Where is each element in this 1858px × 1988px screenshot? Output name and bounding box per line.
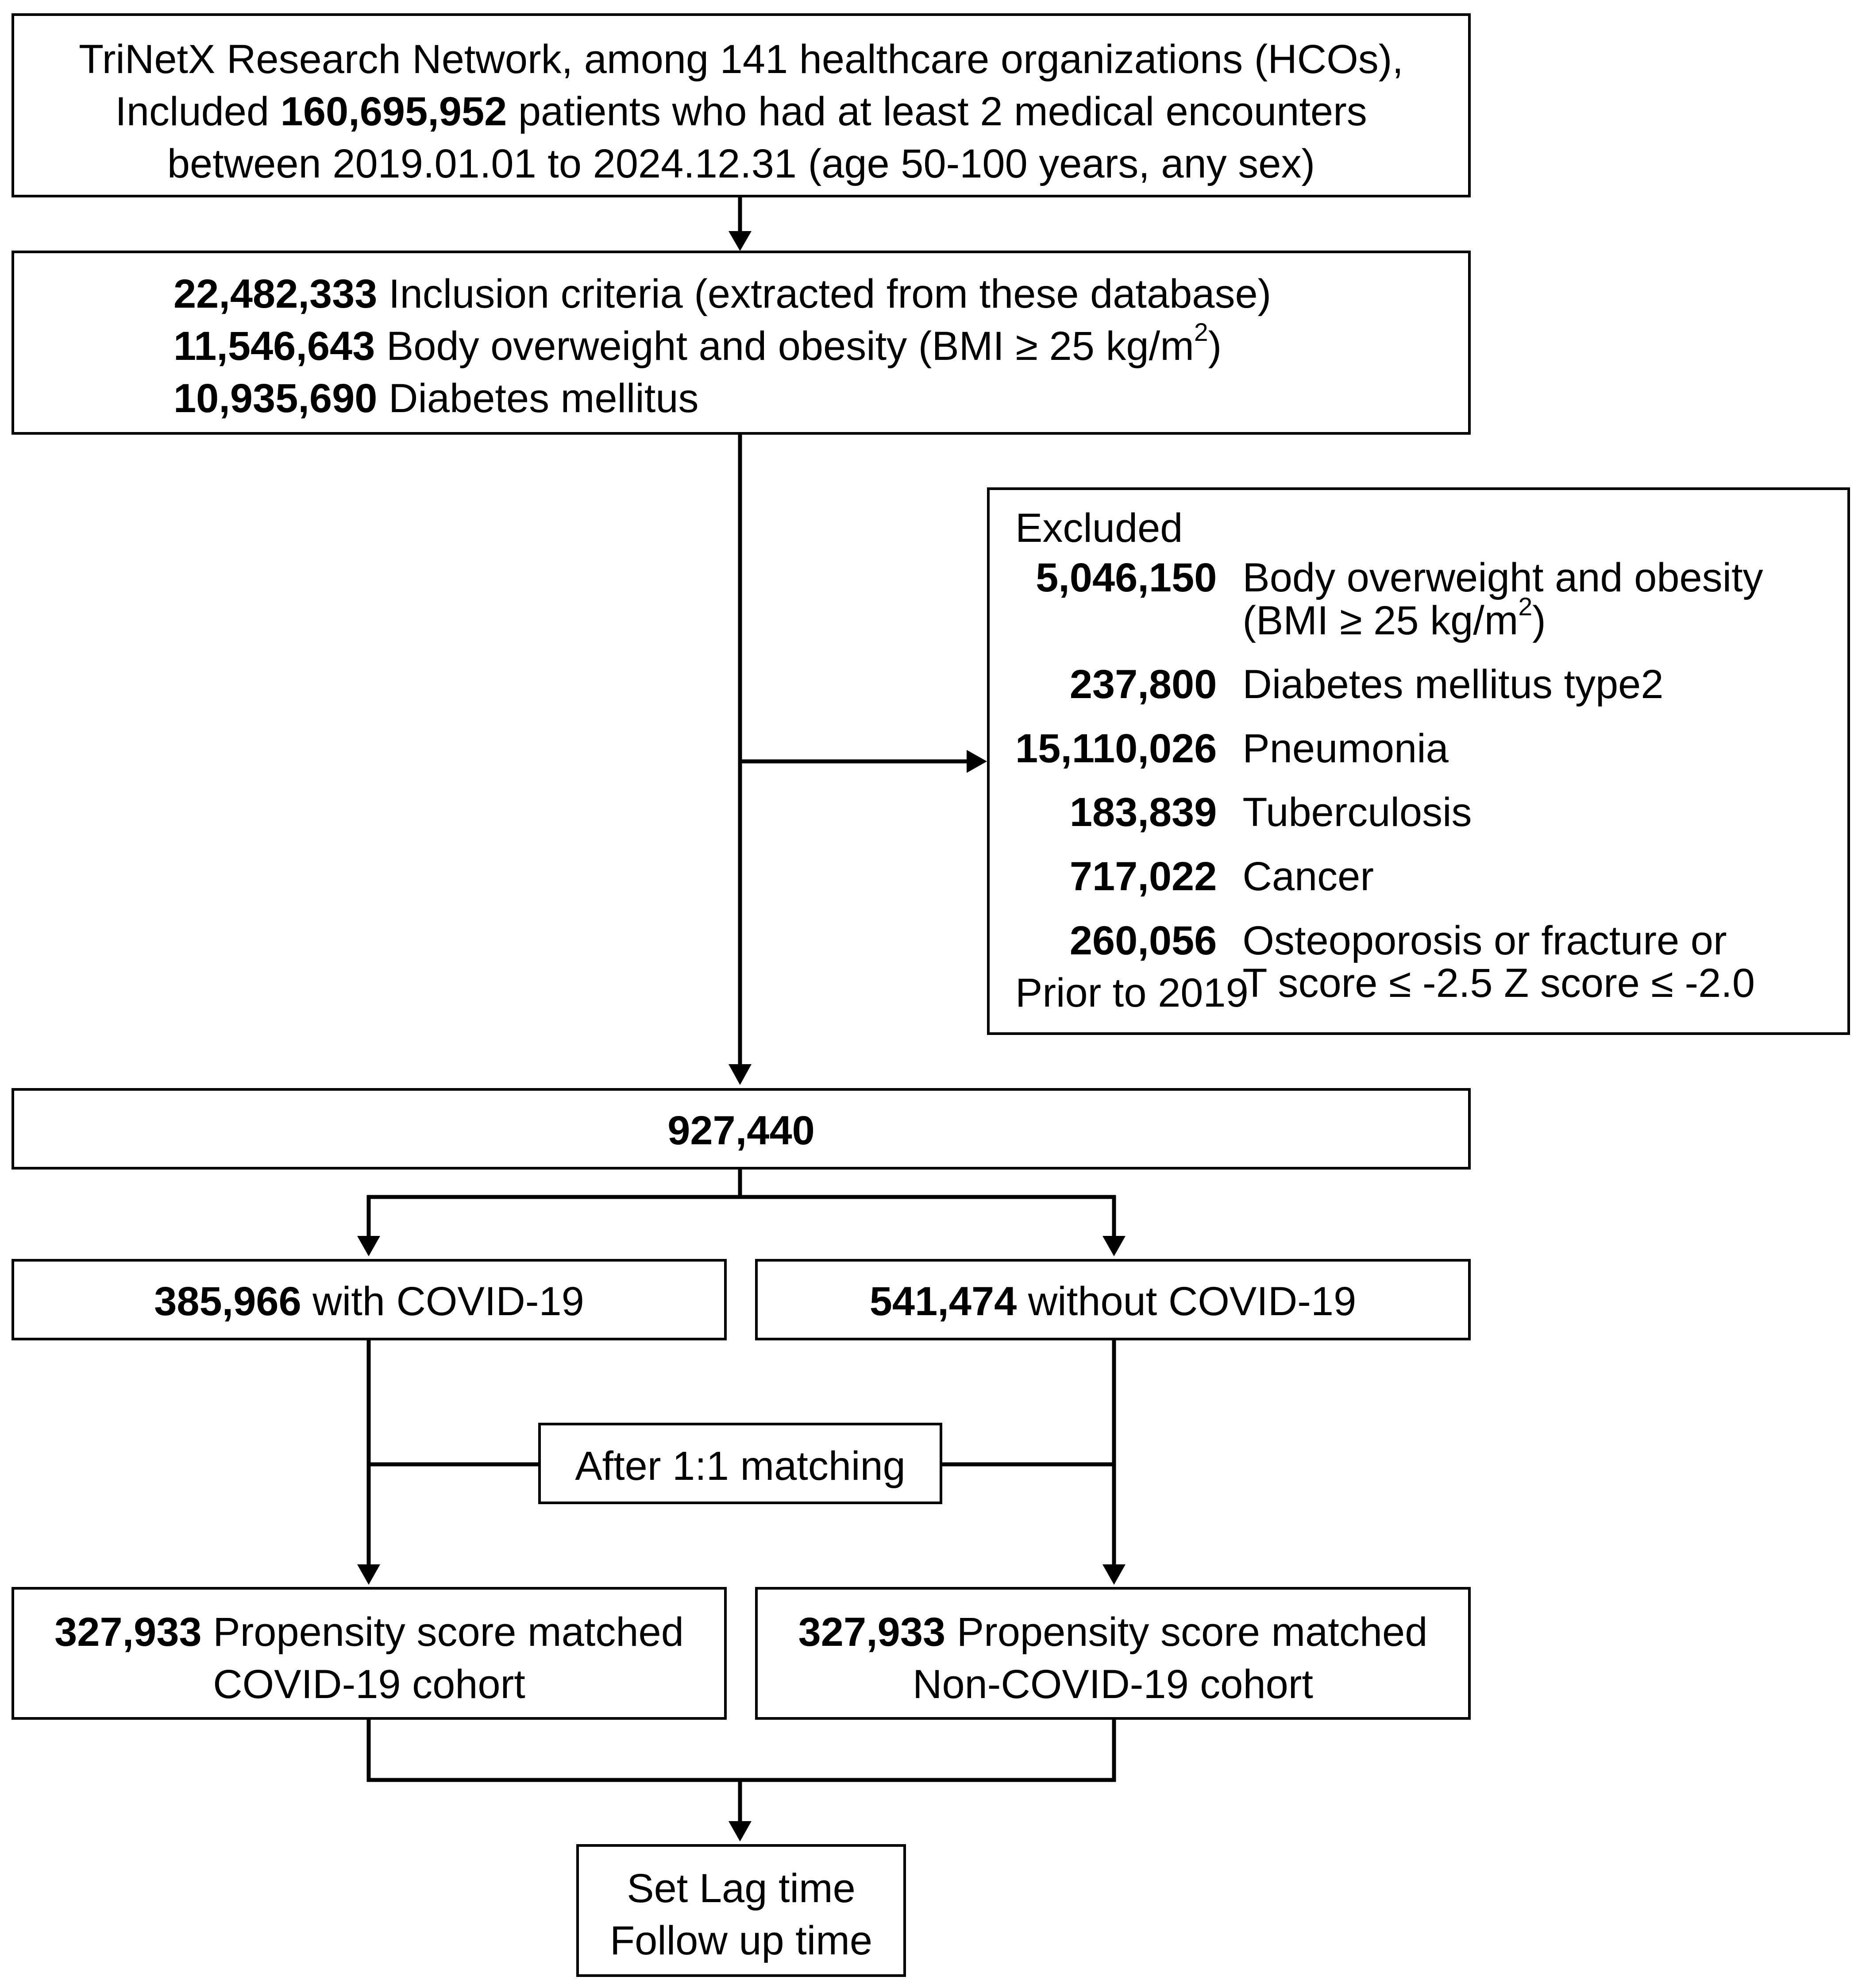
excluded-footer: Prior to 2019 [1015, 970, 1249, 1015]
covid-group-box: 385,966 with COVID-19 [12, 1259, 727, 1340]
excluded-row: 183,839 Tuberculosis [1069, 790, 1472, 835]
arrowhead-total [729, 1064, 752, 1085]
total-eligible-box: 927,440 [12, 1088, 1471, 1170]
source-patient-count: 160,695,952 [280, 89, 507, 134]
arrowhead-excluded [967, 750, 987, 773]
arrowhead-final [729, 1821, 752, 1841]
followup-time-label: Follow up time [609, 1918, 873, 1963]
source-population-box: TriNetX Research Network, among 141 heal… [12, 13, 1471, 197]
matched-noncovid-count: 327,933 [798, 1610, 946, 1655]
excluded-title: Excluded [1015, 506, 1183, 551]
excluded-row: 5,046,150 Body overweight and obesity(BM… [1036, 555, 1763, 643]
inclusion-row: 22,482,333 Inclusion criteria (extracted… [173, 271, 1272, 317]
inclusion-row: 11,546,643 Body overweight and obesity (… [173, 318, 1222, 369]
arrowhead-matched-covid [357, 1564, 380, 1585]
arrowhead-covid [357, 1236, 380, 1256]
arrowhead-noncovid [1102, 1236, 1126, 1256]
excluded-row: 237,800 Diabetes mellitus type2 [1069, 662, 1664, 707]
source-line-3: between 2019.01.01 to 2024.12.31 (age 50… [167, 141, 1315, 186]
noncovid-group-box: 541,474 without COVID-19 [755, 1259, 1471, 1340]
matched-noncovid-cohort-box: 327,933 Propensity score matched Non-COV… [755, 1587, 1471, 1720]
matched-covid-count: 327,933 [54, 1610, 202, 1655]
arrowhead-inclusion [729, 231, 752, 251]
matching-box: After 1:1 matching [538, 1423, 942, 1504]
excluded-box: Excluded 5,046,150 Body overweight and o… [987, 487, 1850, 1035]
covid-group-count: 385,966 [154, 1279, 301, 1324]
matched-covid-cohort-box: 327,933 Propensity score matched COVID-1… [12, 1587, 727, 1720]
followup-box: Set Lag time Follow up time [576, 1844, 906, 1977]
excluded-table: 5,046,150 Body overweight and obesity(BM… [1015, 556, 1763, 1005]
inclusion-row: 10,935,690 Diabetes mellitus [173, 375, 699, 421]
inclusion-criteria-box: 22,482,333 Inclusion criteria (extracted… [12, 251, 1471, 435]
arrowhead-matched-noncovid [1102, 1564, 1126, 1585]
noncovid-group-count: 541,474 [869, 1279, 1017, 1324]
excluded-row: 15,110,026 Pneumonia [1015, 726, 1449, 771]
matching-label: After 1:1 matching [575, 1444, 906, 1489]
source-line-2: Included 160,695,952 patients who had at… [115, 89, 1367, 134]
excluded-row: 717,022 Cancer [1069, 853, 1374, 899]
lag-time-label: Set Lag time [627, 1866, 856, 1911]
source-line-1: TriNetX Research Network, among 141 heal… [79, 37, 1403, 82]
total-eligible-count: 927,440 [667, 1108, 815, 1153]
